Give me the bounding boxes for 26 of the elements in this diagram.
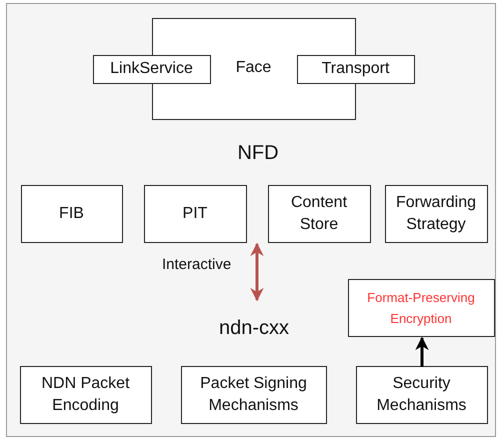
box-label: FIB	[59, 204, 84, 224]
box-label: Content Store	[290, 192, 348, 234]
table-box	[20, 184, 122, 242]
ndn-cxx-panel	[6, 269, 496, 437]
box-label: LinkService	[110, 59, 193, 79]
encryption-box	[348, 278, 494, 336]
box-label: Transport	[322, 59, 390, 79]
arrow	[415, 336, 429, 367]
module-box	[20, 366, 152, 424]
nfd-panel	[6, 3, 496, 270]
box-label: Packet Signing Mechanisms	[199, 374, 308, 416]
module-box	[180, 366, 326, 424]
component-box	[296, 54, 414, 84]
box-label: Security Mechanisms	[376, 374, 468, 416]
box-label: NDN Packet Encoding	[40, 374, 131, 416]
table-box	[144, 184, 246, 242]
box-label: PIT	[182, 204, 208, 224]
arrow	[250, 242, 264, 302]
section-heading: NFD	[237, 142, 279, 164]
strategy-box	[384, 184, 488, 242]
section-heading: ndn-cxx	[218, 317, 290, 339]
box-label: Format-Preserving Encryption	[366, 288, 476, 328]
component-box	[92, 54, 210, 84]
table-box	[268, 184, 370, 242]
box-label: Forwarding Strategy	[394, 192, 478, 234]
module-box	[356, 366, 488, 424]
